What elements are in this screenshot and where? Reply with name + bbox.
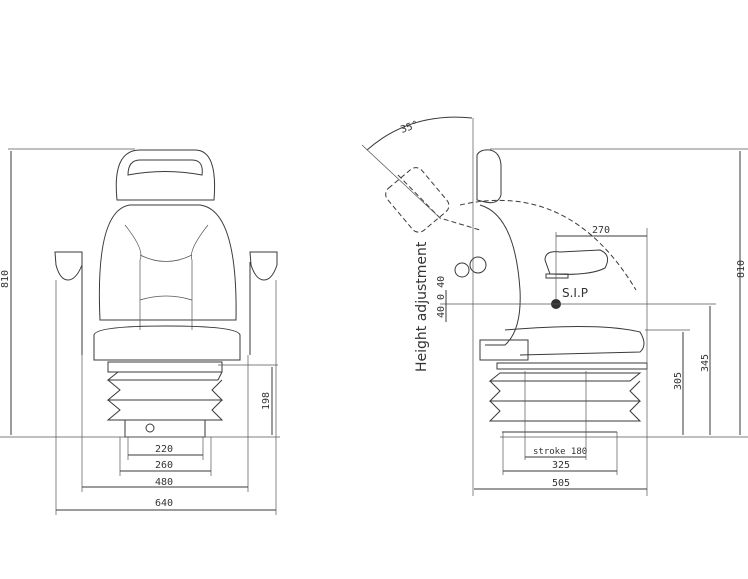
- dim-198: 198: [261, 392, 272, 410]
- side-backrest: [479, 204, 521, 346]
- front-view-seat: [54, 149, 278, 438]
- headrest: [115, 149, 216, 201]
- angle-arc: [366, 116, 473, 151]
- dim-640: 640: [155, 498, 173, 509]
- dim-270: 270: [592, 225, 610, 236]
- drawing-line: [496, 362, 648, 370]
- right-armrest: [249, 251, 278, 281]
- dim-480: 480: [155, 477, 173, 488]
- side-view-seat: [385, 149, 648, 433]
- dim-325: 325: [552, 460, 570, 471]
- drawing-line: [361, 144, 441, 219]
- side-armrest: [544, 249, 609, 275]
- dim-305: 305: [673, 372, 684, 390]
- dim-height-range: 40 0 40: [436, 276, 447, 318]
- side-headrest: [476, 149, 502, 204]
- drawing-line: [107, 361, 223, 373]
- drawing-line: [127, 159, 203, 176]
- side-view-dimensions: 35° 810 345 305 270 S.I.P Height adjustm…: [361, 116, 748, 496]
- side-bellows: [488, 372, 642, 422]
- drawing-line: [479, 339, 529, 361]
- bellows: [106, 371, 224, 421]
- side-seat-cushion: [504, 325, 645, 356]
- armrest-swing-arc: [459, 199, 637, 291]
- height-adjustment-label: Height adjustment: [414, 241, 430, 372]
- drawing-line: [545, 273, 569, 279]
- drawing-line: [454, 262, 470, 278]
- dim-260: 260: [155, 460, 173, 471]
- drawing-line: [385, 167, 450, 233]
- drawing-line: [469, 256, 487, 274]
- drawing-line: [124, 419, 206, 438]
- reclined-backrest: [397, 174, 481, 231]
- drawing-line: [145, 423, 155, 433]
- dim-345: 345: [700, 354, 711, 372]
- backrest: [98, 204, 237, 321]
- front-view-dimensions: 810 198 220 260 480 640: [0, 148, 280, 515]
- dim-810-side: 810: [736, 260, 747, 278]
- seat-cushion: [93, 325, 241, 361]
- dim-stroke-180: stroke 180: [533, 447, 587, 457]
- dim-35-deg: 35°: [399, 119, 420, 136]
- dim-220: 220: [155, 444, 173, 455]
- drawing-line: [124, 224, 209, 330]
- sip-label: S.I.P: [562, 286, 588, 300]
- dim-505: 505: [552, 478, 570, 489]
- dim-810-front: 810: [0, 270, 11, 288]
- left-armrest: [54, 251, 83, 281]
